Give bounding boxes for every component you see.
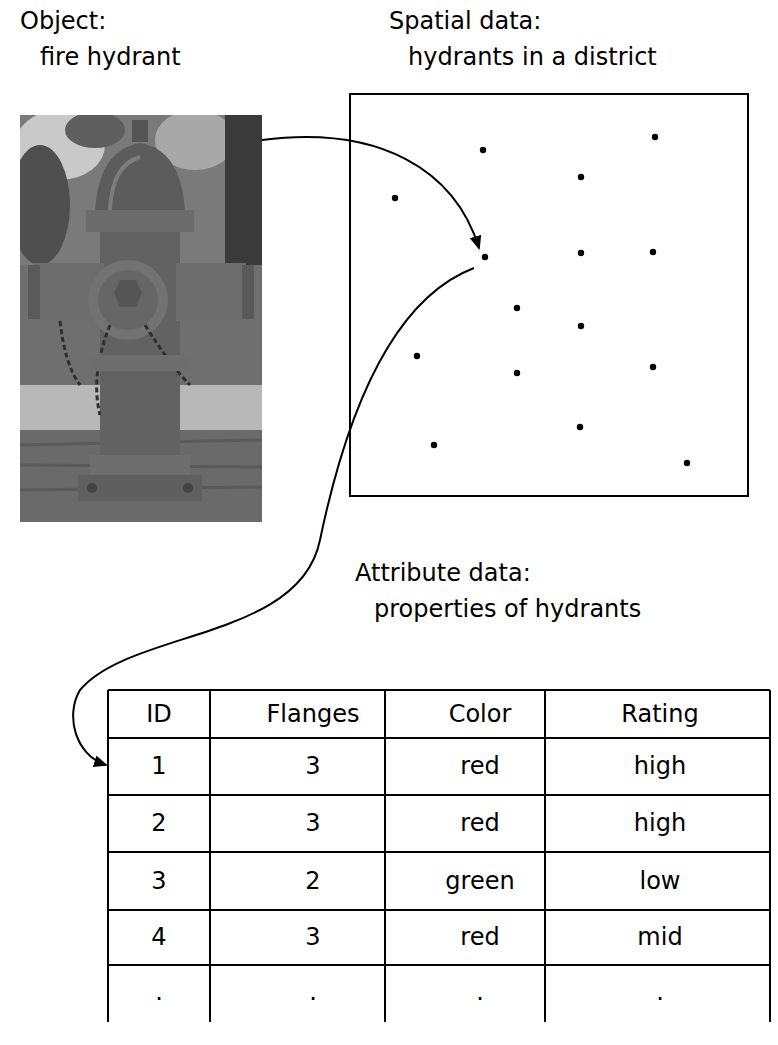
table-cell: 1 (151, 751, 166, 781)
subheading: fire hydrant (40, 42, 181, 72)
table-header: Rating (621, 699, 698, 729)
table-cell: red (460, 808, 499, 838)
box-border (349, 93, 749, 497)
table-cell: high (634, 808, 686, 838)
hydrant-dots (349, 0, 749, 497)
attribute-table: Attribute data: properties of hydrants (108, 550, 770, 1022)
table-cell: 3 (151, 866, 166, 896)
table-cell: . (656, 977, 664, 1007)
heading: Attribute data: (355, 558, 531, 588)
table-header: Flanges (267, 699, 360, 729)
table-cell: mid (637, 922, 682, 952)
spatial-data-box: Spatial data: hydrants in a district (349, 0, 749, 497)
table-cell: . (155, 977, 163, 1007)
table-cell: . (309, 977, 317, 1007)
curved-arrow (262, 137, 479, 248)
table-cell: red (460, 922, 499, 952)
subheading: properties of hydrants (374, 594, 641, 624)
table-cell: low (640, 866, 681, 896)
table-cell: . (476, 977, 484, 1007)
table-header: ID (146, 699, 172, 729)
table-cell: 2 (151, 808, 166, 838)
table-cell: 3 (305, 751, 320, 781)
table-cell: 3 (305, 808, 320, 838)
heading: Spatial data: (389, 6, 541, 36)
heading: Object: (20, 6, 106, 36)
table-cell: high (634, 751, 686, 781)
table-header: Color (449, 699, 512, 729)
table-cell: 4 (151, 922, 166, 952)
object-photo-panel: Object: fire hydrant (20, 0, 262, 522)
subheading: hydrants in a district (408, 42, 657, 72)
table-cell: 3 (305, 922, 320, 952)
table-cell: 2 (305, 866, 320, 896)
table-cell: red (460, 751, 499, 781)
hydrant-photo (20, 115, 262, 522)
table-cell: green (445, 866, 514, 896)
